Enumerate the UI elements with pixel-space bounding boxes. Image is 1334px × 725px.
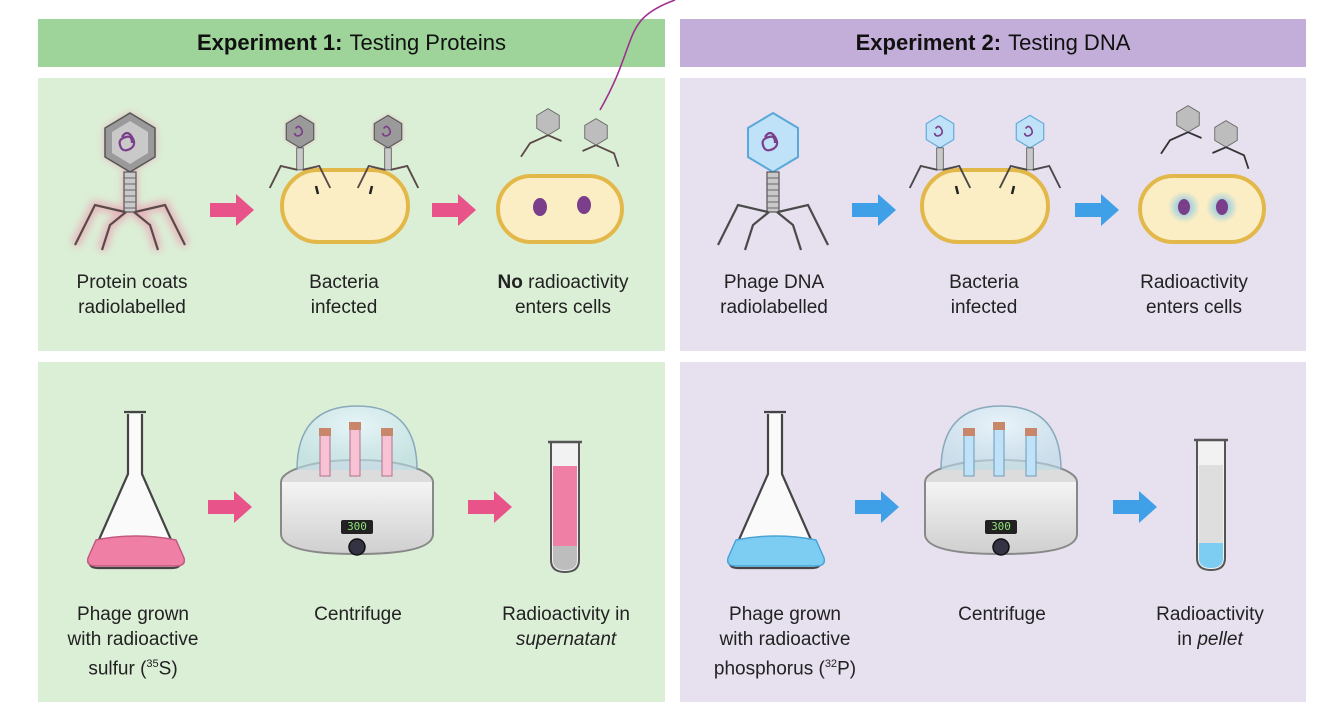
arrow-right-icon [208,194,512,523]
exp2-step6-caption: Radioactivity in pellet [1156,604,1264,650]
bacteriophage-icon [520,108,562,158]
exp2-step4-caption: Phage grown with radioactive phosphorus … [713,604,857,680]
bacteriophage-icon [268,114,332,189]
exp1-step4-caption: Phage grown with radioactive sulfur (35S… [67,604,199,680]
test-tube-icon [1194,438,1228,572]
erlenmeyer-flask-icon [726,410,826,570]
exp1-step6-caption: Radioactivity in supernatant [502,604,630,650]
exp1-step5-caption: Centrifuge [314,604,402,625]
bacterium-icon [280,168,410,244]
test-tube-icon [548,440,582,574]
exp2-step1-caption: Phage DNA radiolabelled [720,272,828,318]
injection-arrow [954,185,1016,195]
exp1-step2-caption: Bacteria infected [309,272,379,318]
centrifuge-display: 300 [347,520,367,533]
exp1-step3-caption: No radioactivity enters cells [497,272,629,318]
exp2-step3-caption: Radioactivity enters cells [1140,272,1248,318]
bacterium-icon [1138,174,1266,244]
bacteriophage-icon [1212,120,1250,170]
experiment1-title-bold: Experiment 1: [196,30,343,55]
centrifuge-icon [280,405,434,556]
bacteriophage-icon [908,114,972,189]
bacteriophage-icon [582,118,620,168]
bacteriophage-icon [71,112,189,252]
experiment2-title-bold: Experiment 2: [855,30,1002,55]
annotation-curve [599,0,676,111]
experiment2-title-text: Testing DNA [1008,30,1131,55]
injection-arrow [314,185,374,195]
experiment2-title: Experiment 2: Testing DNA [680,19,1306,67]
bacterium-icon [496,174,624,244]
bacteriophage-icon [1160,105,1202,155]
bacterium-icon [920,168,1050,244]
experiment1-header-bar [38,19,665,67]
exp1-step1-caption: Protein coats radiolabelled [76,272,188,318]
exp2-step5-caption: Centrifuge [958,604,1046,625]
erlenmeyer-flask-icon [86,410,186,570]
centrifuge-icon [924,405,1078,556]
experiment1-title: Experiment 1: Testing Proteins [38,19,665,67]
bacteriophage-icon [717,111,829,251]
centrifuge-display: 300 [991,520,1011,533]
arrow-right-icon [852,194,1157,523]
bacteriophage-icon [998,114,1062,189]
exp2-step2-caption: Bacteria infected [949,272,1019,318]
bacteriophage-icon [356,114,420,189]
experiment1-title-text: Testing Proteins [349,30,507,55]
experiment2-header-bar [680,19,1306,67]
